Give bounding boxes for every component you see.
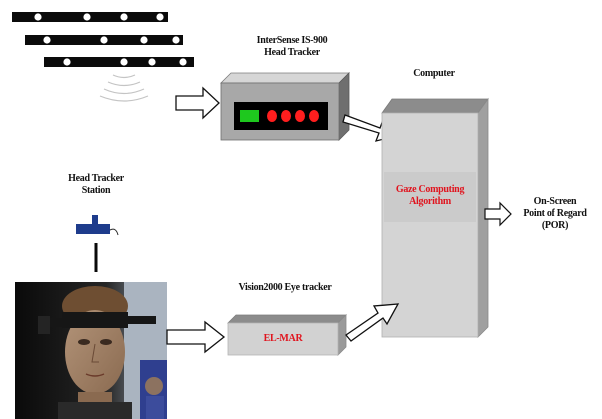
rail-3 [44,57,194,67]
tracker-title-line1: InterSense IS-900 [256,35,328,46]
tracker-station-icon [76,215,119,272]
user-photo [15,282,167,419]
arrow-photo-to-elmar [166,320,226,354]
arrow-elmar-to-computer [345,303,400,342]
arrow-computer-to-por [484,201,512,227]
algorithm-line1: Gaze Computing [395,184,465,195]
eye-tracker-title: Vision2000 Eye tracker [238,282,332,293]
elmar-label: EL-MAR [263,333,303,344]
por-line1: On-Screen [533,196,577,207]
computer-title: Computer [413,68,455,79]
por-line3: (POR) [541,220,569,231]
por-label: On-Screen Point of Regard (POR) [512,196,598,232]
arrow-rails-to-tracker [175,86,220,120]
algorithm-label: Gaze Computing Algorithm [384,184,476,208]
green-led [240,110,259,122]
por-line2: Point of Regard [523,208,587,219]
algorithm-panel [384,172,476,222]
computer-box [381,97,489,338]
ceiling-rails [12,12,194,102]
algorithm-line2: Algorithm [409,196,451,207]
head-tracker-device [220,72,350,141]
elmar-box [227,314,347,356]
tracker-title: InterSense IS-900 Head Tracker [232,35,352,59]
station-title: Head Tracker Station [46,173,146,197]
station-title-line2: Station [81,185,111,196]
rail-dots [34,13,187,66]
red-leds [267,110,319,122]
tracker-title-line2: Head Tracker [264,47,320,58]
station-title-line1: Head Tracker [68,173,124,184]
signal-waves-icon [99,74,149,102]
